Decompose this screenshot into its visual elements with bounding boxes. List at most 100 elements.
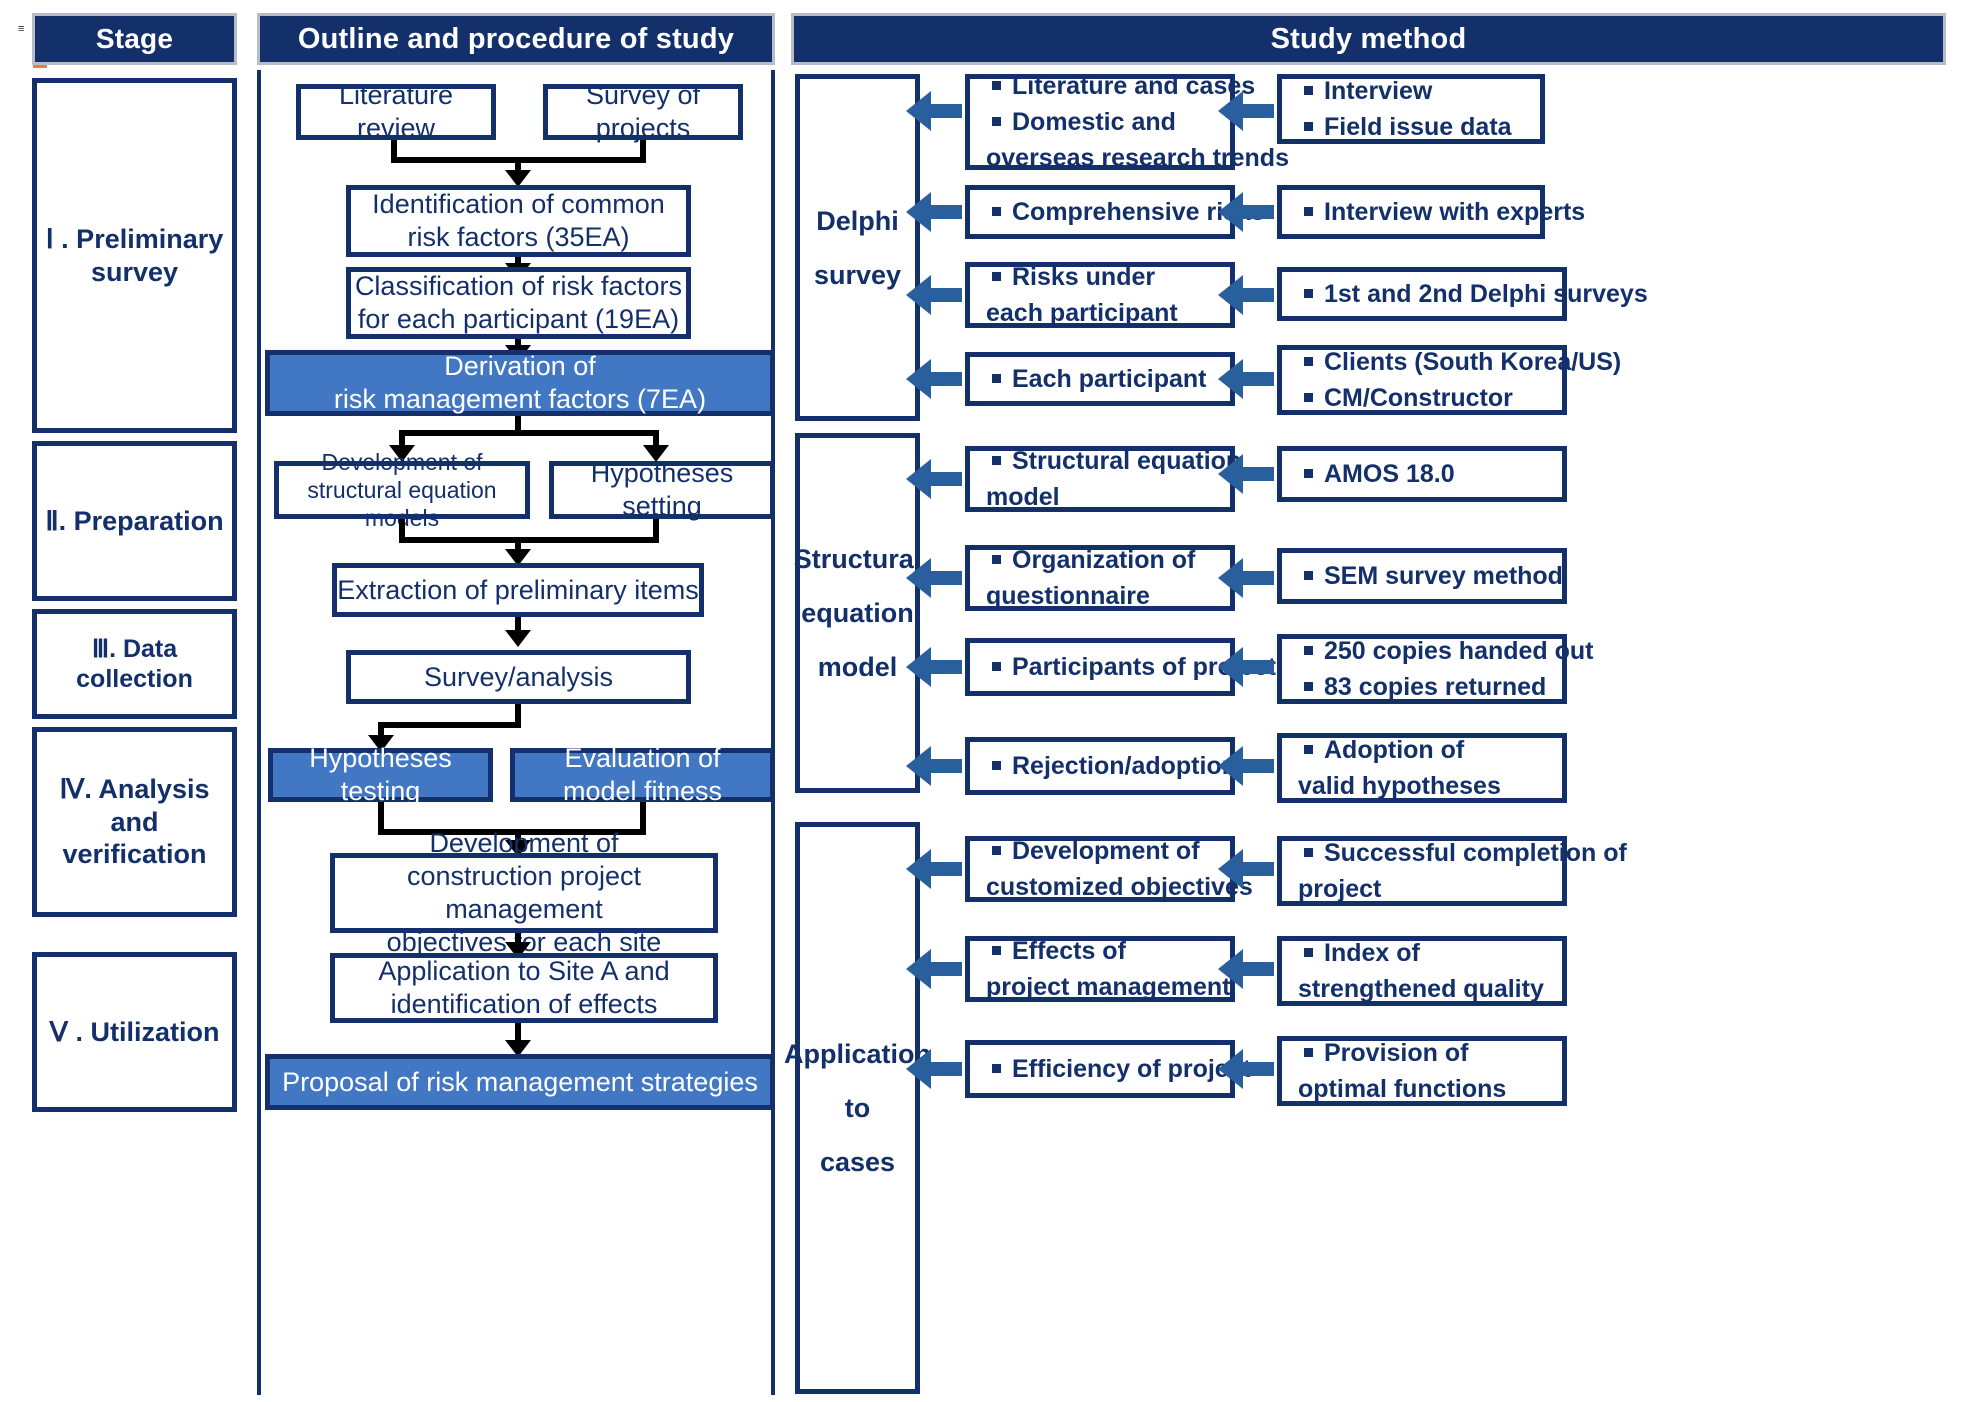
method-right-box-app-2: Index of strengthened quality xyxy=(1277,936,1567,1006)
arrow-left-delphi-3b xyxy=(1218,275,1274,315)
method-right-box-delphi-4: Clients (South Korea/US) CM/Constructor xyxy=(1277,344,1621,416)
arrow-left-sem-2b xyxy=(1218,558,1274,598)
list-item: Structural equation xyxy=(986,443,1241,479)
flow-hypotheses-setting: Hypotheses setting xyxy=(549,458,775,521)
arrow-to-hypotheses-testing xyxy=(368,735,394,752)
method-middle-box-sem-3: Participants of project xyxy=(965,638,1276,696)
connector-merge3-stem xyxy=(515,829,521,845)
list-item: Development of xyxy=(986,833,1220,869)
list-item: 1st and 2nd Delphi surveys xyxy=(1298,276,1648,312)
list-item: optimal functions xyxy=(1298,1075,1507,1103)
method-middle-box-delphi-3: Risks under each participant xyxy=(965,262,1235,328)
method-right-box-app-3: Provision of optimal functions xyxy=(1277,1036,1567,1106)
method-right-box-sem-1: AMOS 18.0 xyxy=(1277,446,1567,502)
flow-identification: Identification of common risk factors (3… xyxy=(346,185,691,257)
list-item: questionnaire xyxy=(986,582,1150,610)
flow-application-site: Application to Site A and identification… xyxy=(330,953,718,1023)
stage-box-5: Ⅴ . Utilization xyxy=(32,952,237,1112)
arrow-left-app-1 xyxy=(906,849,962,889)
connector-deriv-down xyxy=(515,416,521,436)
method-middle-box-delphi-4: Each participant xyxy=(965,352,1235,406)
list-item: Risks under xyxy=(986,259,1220,295)
connector-app-proposal xyxy=(515,1023,521,1049)
flow-development-sem: Development of structural equation model… xyxy=(274,449,530,531)
flow-derivation: Derivation of risk management factors (7… xyxy=(265,350,775,416)
arrow-left-app-3 xyxy=(906,1049,962,1089)
connector-surv-down xyxy=(640,140,646,163)
list-item: Successful completion of xyxy=(1298,835,1627,871)
flow-survey-of-projects: Survey of projects xyxy=(543,80,743,143)
list-item: CM/Constructor xyxy=(1298,380,1552,416)
connector-merge3-horizontal xyxy=(378,829,646,835)
list-item: Domestic and xyxy=(986,104,1220,140)
method-middle-box-app-3: Efficiency of project xyxy=(965,1040,1251,1098)
list-item: Comprehensive risks xyxy=(986,194,1265,230)
connector-split2-horizontal xyxy=(378,722,521,728)
list-item: Rejection/adoption xyxy=(986,748,1237,784)
arrow-to-survey-analysis xyxy=(505,630,531,647)
list-item: project management xyxy=(986,973,1231,1001)
stage-box-2: Ⅱ. Preparation xyxy=(32,441,237,601)
header-outline: Outline and procedure of study xyxy=(257,13,775,65)
method-middle-box-sem-2: Organization of questionnaire xyxy=(965,545,1235,611)
method-group-delphi: Delphi survey xyxy=(795,74,920,421)
arrow-left-sem-3 xyxy=(906,647,962,687)
arrow-left-delphi-3 xyxy=(906,275,962,315)
list-item: model xyxy=(986,483,1060,511)
arrow-to-development-sem xyxy=(389,445,415,462)
method-right-box-sem-4: Adoption of valid hypotheses xyxy=(1277,733,1567,803)
stage-box-4: Ⅳ. Analysis and verification xyxy=(32,727,237,917)
list-item: AMOS 18.0 xyxy=(1298,456,1552,492)
list-item: overseas research trends xyxy=(986,144,1289,173)
list-item: Interview xyxy=(1298,73,1530,109)
list-item: 83 copies returned xyxy=(1298,669,1552,705)
method-middle-box-app-2: Effects of project management xyxy=(965,936,1235,1002)
list-item: Clients (South Korea/US) xyxy=(1298,344,1621,380)
connector-dev-down xyxy=(399,519,405,543)
flow-literature-review: Literature review xyxy=(296,80,496,143)
method-middle-box-delphi-2: Comprehensive risks xyxy=(965,185,1265,239)
flow-hypotheses-testing: Hypotheses testing xyxy=(268,743,493,806)
stage-box-3: Ⅲ. Data collection xyxy=(32,609,237,719)
list-item: SEM survey method xyxy=(1298,558,1563,594)
connector-split2-left-stem xyxy=(378,722,384,740)
connector-hyp-down xyxy=(653,519,659,543)
flow-extraction: Extraction of preliminary items xyxy=(332,563,704,617)
connector-split-right-stem xyxy=(653,430,659,450)
artifact-glyph-top: ≡ xyxy=(18,23,25,35)
arrow-left-delphi-1b xyxy=(1218,91,1274,131)
list-item: Literature and cases xyxy=(986,68,1255,104)
connector-split-horizontal xyxy=(399,430,659,436)
list-item: Provision of xyxy=(1298,1035,1552,1071)
arrow-left-sem-3b xyxy=(1218,647,1274,687)
list-item: project xyxy=(1298,875,1382,903)
list-item: valid hypotheses xyxy=(1298,772,1501,800)
arrow-left-sem-1b xyxy=(1218,454,1274,494)
arrow-to-development-objectives xyxy=(505,840,531,857)
flow-survey-analysis: Survey/analysis xyxy=(346,650,691,704)
flow-development-objectives: Development of construction project mana… xyxy=(330,828,718,957)
method-right-box-delphi-2: Interview with experts xyxy=(1277,185,1585,239)
arrow-left-sem-1 xyxy=(906,459,962,499)
flow-proposal: Proposal of risk management strategies xyxy=(265,1054,775,1110)
arrow-left-app-2 xyxy=(906,949,962,989)
arrow-left-app-3b xyxy=(1218,1049,1274,1089)
list-item: Each participant xyxy=(986,361,1220,397)
arrow-left-app-2b xyxy=(1218,949,1274,989)
method-middle-box-delphi-1: Literature and cases Domestic and overse… xyxy=(965,72,1289,172)
header-stage: Stage xyxy=(32,13,237,65)
connector-extr-survey xyxy=(515,617,521,637)
method-group-sem: Structural equation model xyxy=(794,433,921,793)
arrow-left-delphi-2b xyxy=(1218,192,1274,232)
list-item: Adoption of xyxy=(1298,732,1552,768)
method-right-box-sem-2: SEM survey method xyxy=(1277,548,1567,604)
stage-box-1: Ⅰ . Preliminary survey xyxy=(32,78,237,433)
list-item: Organization of xyxy=(986,542,1220,578)
header-study-method: Study method xyxy=(791,13,1946,65)
arrow-to-hypotheses-setting xyxy=(643,445,669,462)
list-item: Interview with experts xyxy=(1298,194,1585,230)
method-right-box-sem-3: 250 copies handed out 83 copies returned xyxy=(1277,634,1594,705)
method-right-box-app-1: Successful completion of project xyxy=(1277,835,1627,906)
center-column-frame xyxy=(257,70,775,1395)
